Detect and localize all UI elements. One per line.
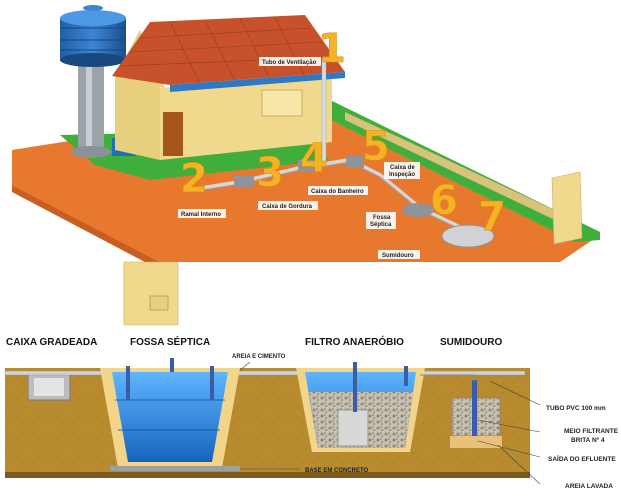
fence-post-right — [552, 172, 582, 244]
filtro-block — [338, 410, 368, 446]
label-caixa-inspecao-1: Caixa de — [390, 165, 415, 171]
label-areia-lavada: AREIA LAVADA — [565, 483, 613, 490]
label-fossa-septica-1: Fossa — [373, 215, 391, 221]
meter-box — [150, 296, 168, 310]
fossa-inlet-tee — [126, 366, 130, 400]
base-concreto — [110, 466, 240, 471]
label-base-concreto: BASE EM CONCRETO — [305, 468, 369, 474]
soil-base — [5, 472, 530, 478]
heading-fossa-septica: FOSSA SÉPTICA — [130, 335, 210, 348]
step-number-2: 2 — [180, 156, 208, 202]
heading-filtro-anaerobio: FILTRO ANAERÓBIO — [305, 335, 404, 348]
sumidouro-sand — [450, 436, 502, 448]
heading-sumidouro: SUMIDOURO — [440, 337, 502, 348]
window — [262, 90, 302, 116]
label-caixa-gordura: Caixa de Gordura — [262, 204, 313, 210]
step-number-3: 3 — [256, 150, 284, 196]
label-tubo-pvc: TUBO PVC 100 mm — [546, 405, 606, 412]
label-ramal-interno: Ramal Interno — [181, 212, 221, 218]
label-caixa-banheiro: Caixa do Banheiro — [311, 189, 364, 195]
door — [163, 112, 183, 156]
fossa-outlet-tee — [210, 366, 214, 400]
label-caixa-inspecao-2: Inspeção — [389, 172, 415, 178]
caixa-gordura-box — [234, 176, 254, 188]
roof — [112, 15, 345, 85]
heading-caixa-gradeada: CAIXA GRADEADA — [6, 337, 97, 348]
label-fossa-septica-2: Séptica — [370, 222, 392, 228]
label-tubo-ventilacao: Tubo de Ventilação — [262, 60, 317, 66]
step-number-6: 6 — [430, 178, 458, 224]
step-number-7: 7 — [478, 194, 506, 240]
cross-section: CAIXA GRADEADA FOSSA SÉPTICA FILTRO ANAE… — [5, 335, 619, 490]
site-scene: 1 2 3 4 5 6 7 Tubo de Ventilação Ramal I… — [12, 5, 600, 325]
soil — [5, 368, 530, 476]
fossa-vent — [170, 358, 174, 372]
step-number-4: 4 — [300, 136, 328, 182]
label-areia-cimento: AREIA E CIMENTO — [232, 354, 286, 360]
label-sumidouro-top: Sumidouro — [382, 253, 414, 259]
fence-post-front — [124, 262, 178, 325]
filtro-pipe — [353, 362, 357, 412]
label-saida-efluente: SAÍDA DO EFLUENTE — [548, 454, 616, 463]
filtro-outlet — [404, 366, 408, 386]
sumidouro-pipe — [472, 380, 477, 436]
step-number-1: 1 — [318, 26, 346, 72]
label-meio-filtrante-1: MEIO FILTRANTE — [564, 428, 619, 435]
label-meio-filtrante-2: BRITA Nº 4 — [571, 437, 605, 444]
main-pipe — [5, 371, 525, 375]
